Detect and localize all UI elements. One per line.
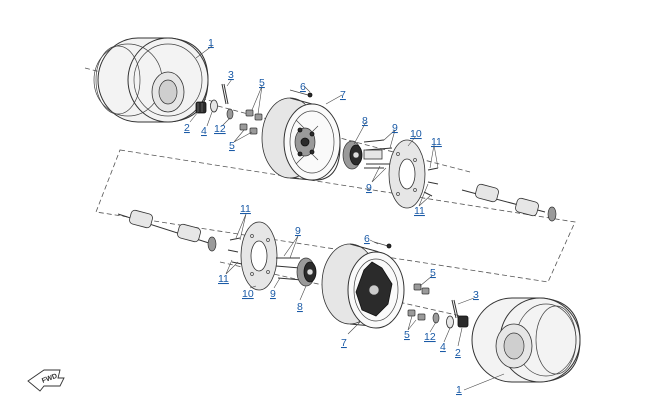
callout-lower-stud-a[interactable]: 9: [295, 225, 301, 237]
callout-upper-bolt-b[interactable]: 11: [414, 205, 425, 217]
upper-valve-cap: [307, 92, 313, 98]
callout-lower-spacer[interactable]: 12: [424, 331, 436, 343]
callout-upper-castle-nut[interactable]: 2: [184, 122, 190, 134]
upper-cotter-pin: [221, 83, 229, 105]
callout-lower-lug-nut-b[interactable]: 5: [404, 329, 410, 341]
callout-upper-valve-stem[interactable]: 6: [300, 81, 306, 93]
callout-lower-cotter-pin[interactable]: 3: [473, 289, 479, 301]
callout-upper-stud-a[interactable]: 9: [392, 122, 398, 134]
upper-studs: [363, 139, 393, 169]
upper-hub: [342, 140, 383, 170]
callout-lower-rim[interactable]: 7: [341, 337, 347, 349]
lower-spacer: [432, 312, 440, 324]
callout-upper-hub[interactable]: 8: [362, 115, 368, 127]
lower-tire: [471, 297, 581, 383]
upper-valve-stem: [289, 89, 309, 96]
callout-lower-brake-disc[interactable]: 10: [242, 288, 254, 300]
lower-washer: [446, 315, 454, 329]
upper-disc-bolts: [423, 167, 439, 197]
upper-axis-line-2: [209, 103, 471, 173]
callout-lower-castle-nut[interactable]: 2: [455, 347, 461, 359]
lower-valve-stem: [373, 241, 389, 247]
callout-lower-valve-stem[interactable]: 6: [364, 233, 370, 245]
lower-castle-nut: [457, 315, 469, 328]
callout-upper-tire[interactable]: 1: [208, 37, 214, 49]
lower-disc-bolts: [227, 237, 243, 265]
callout-upper-bolt-a[interactable]: 11: [431, 136, 442, 148]
upper-drive-shaft: [461, 183, 557, 222]
lower-drive-shaft: [117, 209, 217, 252]
callout-upper-lug-nut-b[interactable]: 5: [229, 140, 235, 152]
upper-spacer: [226, 108, 234, 120]
callout-upper-stud-b[interactable]: 9: [366, 182, 372, 194]
lower-studs: [275, 257, 303, 281]
callout-upper-spacer[interactable]: 12: [214, 123, 226, 135]
leader-lines: [189, 45, 505, 391]
lower-callouts: 11 11 9 9 10 8 6 7 5 5 3 12 4 2 1: [218, 203, 479, 396]
upper-washer: [210, 99, 218, 113]
callout-lower-lug-nut-a[interactable]: 5: [430, 267, 436, 279]
callout-lower-stud-b[interactable]: 9: [270, 288, 276, 300]
upper-callouts: 1 2 3 4 5 5 6 7 8 9 9 10 11 11 12: [184, 37, 442, 217]
callout-lower-bolt-b[interactable]: 11: [218, 273, 229, 285]
callout-lower-bolt-a[interactable]: 11: [240, 203, 251, 215]
callout-lower-hub[interactable]: 8: [297, 301, 303, 313]
axle-frame-outline: [95, 149, 576, 283]
upper-brake-disc: [388, 139, 426, 209]
callout-lower-washer[interactable]: 4: [440, 341, 446, 353]
lower-valve-cap: [386, 243, 392, 249]
upper-castle-nut: [195, 101, 207, 114]
callout-lower-tire[interactable]: 1: [456, 384, 462, 396]
callout-upper-brake-disc[interactable]: 10: [410, 128, 422, 140]
forward-direction-icon: FWD: [27, 369, 65, 392]
lower-rim: [321, 243, 405, 329]
callout-upper-lug-nut-a[interactable]: 5: [259, 77, 265, 89]
upper-tire: [93, 37, 209, 123]
upper-lug-nuts: [239, 109, 263, 135]
lower-lug-nuts: [407, 283, 430, 321]
lower-hub: [296, 257, 317, 287]
callout-upper-washer[interactable]: 4: [201, 125, 207, 137]
lower-cotter-pin: [451, 299, 459, 319]
upper-rim: [261, 97, 341, 181]
callout-upper-cotter-pin[interactable]: 3: [228, 69, 234, 81]
lower-brake-disc: [240, 221, 278, 291]
callout-upper-rim[interactable]: 7: [340, 89, 346, 101]
